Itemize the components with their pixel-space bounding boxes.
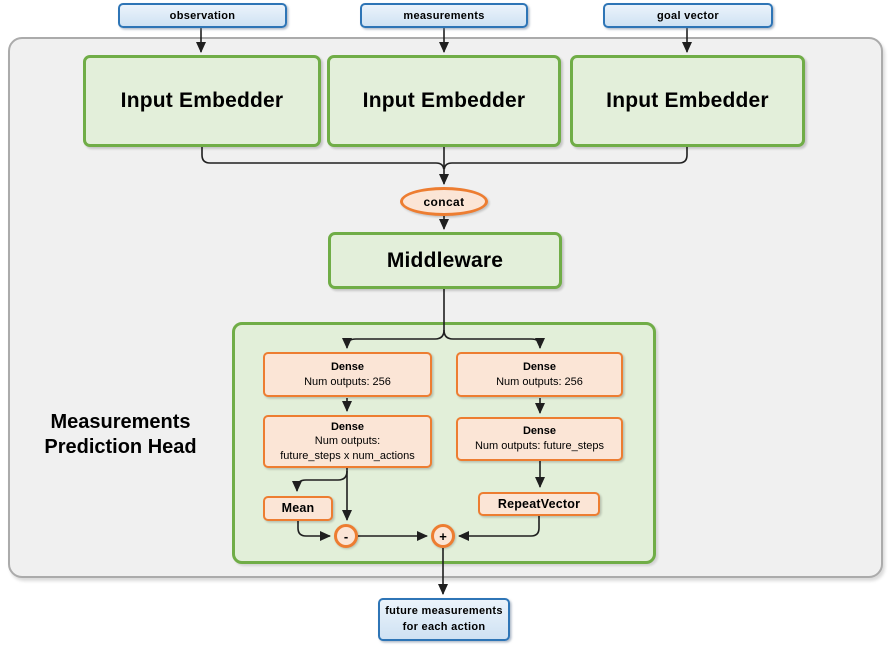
input-box-observation: observation <box>118 3 287 28</box>
concat-label: concat <box>423 194 465 209</box>
input-label: measurements <box>403 9 485 22</box>
dense-detail: Num outputs: 256 <box>496 375 583 388</box>
input-embedder-box-1: Input Embedder <box>83 55 321 147</box>
dense-right-1: Dense Num outputs: 256 <box>456 352 623 397</box>
input-box-goal-vector: goal vector <box>603 3 773 28</box>
subtract-node: - <box>334 524 358 548</box>
dense-detail: Num outputs: 256 <box>304 375 391 388</box>
dense-detail: Num outputs: <box>314 435 381 448</box>
repeat-vector-label: RepeatVector <box>497 496 581 511</box>
embedder-label: Input Embedder <box>120 89 284 112</box>
embedder-label: Input Embedder <box>362 89 526 112</box>
dense-title: Dense <box>330 360 365 373</box>
embedder-label: Input Embedder <box>606 89 769 112</box>
repeat-vector-box: RepeatVector <box>478 492 600 516</box>
input-embedder-box-2: Input Embedder <box>327 55 561 147</box>
title-line-2: Prediction Head <box>44 436 197 458</box>
input-box-measurements: measurements <box>360 3 528 28</box>
mean-box: Mean <box>263 496 333 521</box>
middleware-label: Middleware <box>386 248 504 272</box>
output-line-1: future measurements <box>385 604 503 617</box>
dense-detail: future_steps x num_actions <box>280 449 415 462</box>
input-embedder-box-3: Input Embedder <box>570 55 805 147</box>
dense-left-1: Dense Num outputs: 256 <box>263 352 432 397</box>
dense-title: Dense <box>522 425 557 438</box>
subtract-icon: - <box>343 528 349 544</box>
add-node: + <box>431 524 455 548</box>
dense-title: Dense <box>330 420 365 433</box>
mean-label: Mean <box>281 501 315 516</box>
title-line-1: Measurements <box>50 411 191 433</box>
dense-left-2: Dense Num outputs: future_steps x num_ac… <box>263 415 432 468</box>
dense-title: Dense <box>522 360 557 373</box>
concat-node: concat <box>400 187 488 216</box>
dense-right-2: Dense Num outputs: future_steps <box>456 417 623 461</box>
output-line-2: for each action <box>402 620 486 633</box>
output-box: future measurements for each action <box>378 598 510 641</box>
add-icon: + <box>439 528 447 544</box>
input-label: observation <box>169 9 236 22</box>
prediction-head-title: Measurements Prediction Head <box>18 410 223 460</box>
dense-detail: Num outputs: future_steps <box>474 440 604 452</box>
input-label: goal vector <box>657 9 719 22</box>
middleware-box: Middleware <box>328 232 562 289</box>
